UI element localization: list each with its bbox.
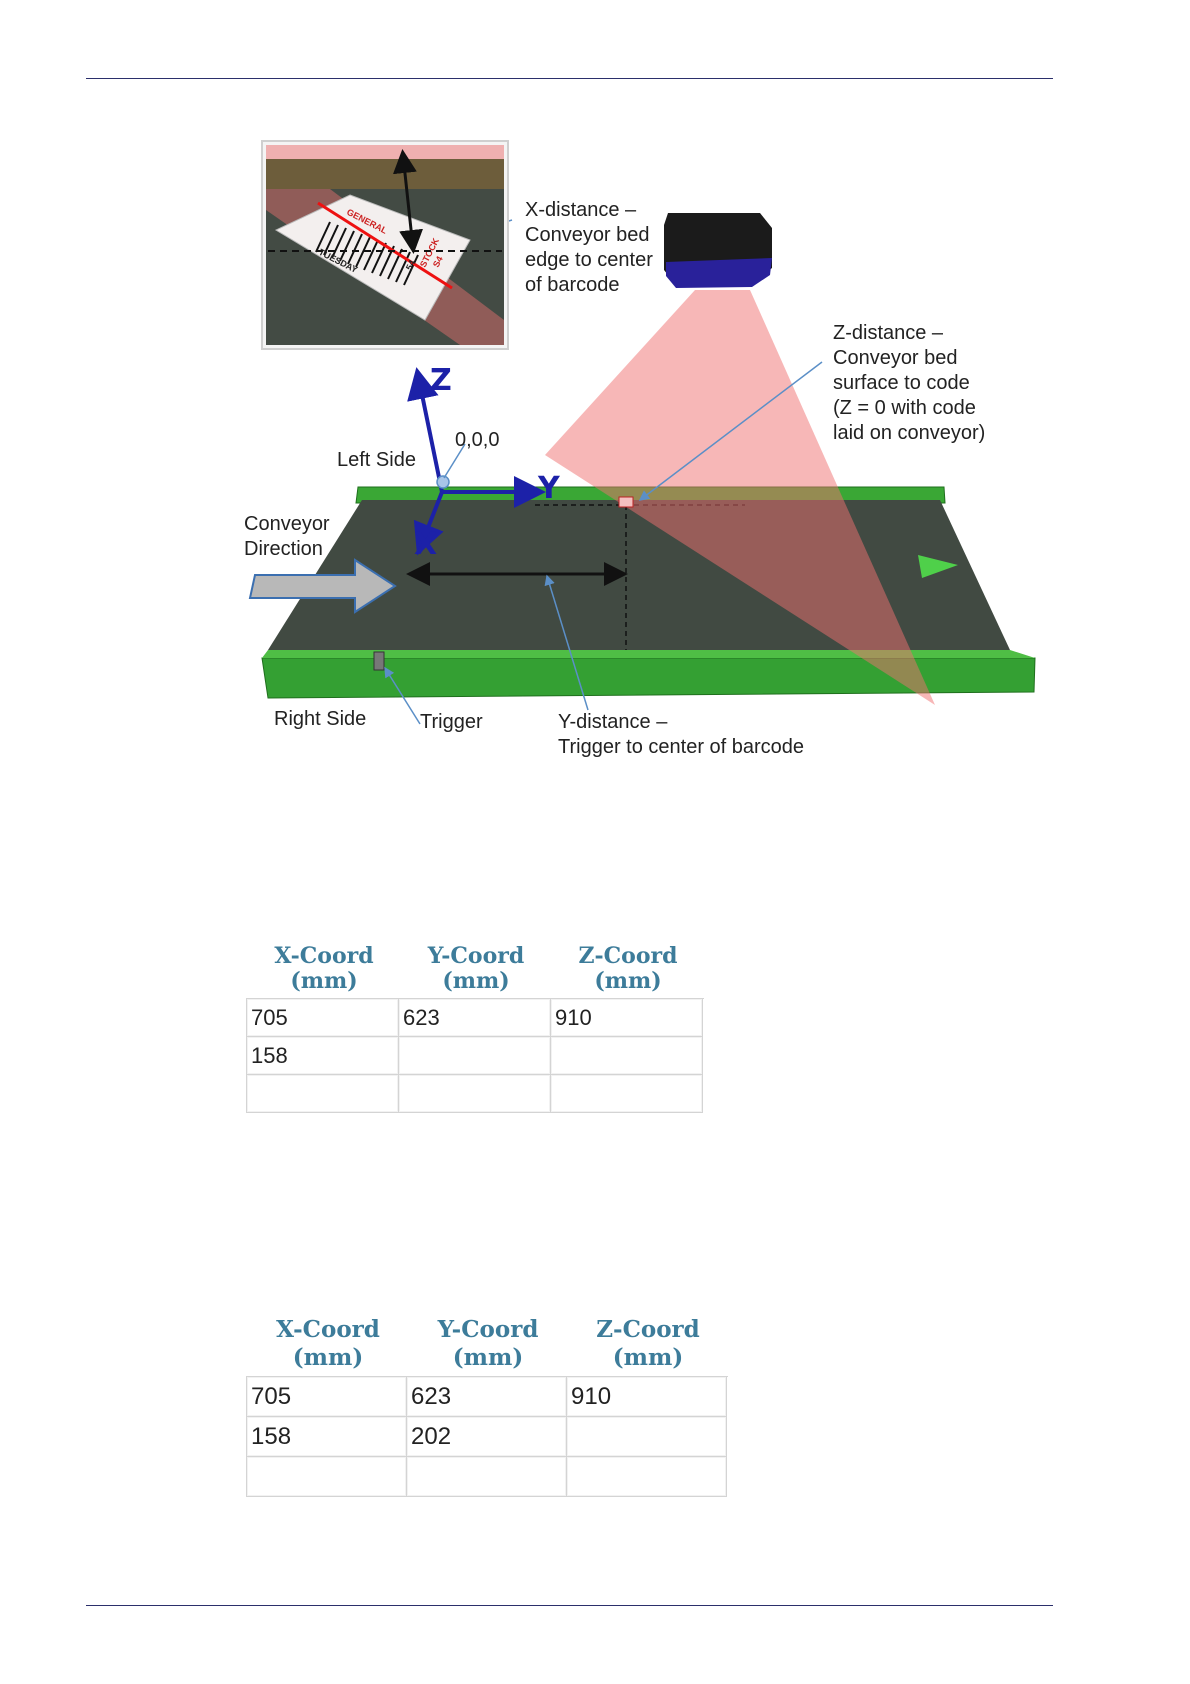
table-cell: 158 [247,1037,399,1075]
conveyor-direction-arrow-icon [248,558,397,614]
axis-z-label: Z [430,363,452,398]
coordinates-table-2: X-Coord(mm) Y-Coord(mm) Z-Coord(mm) 705 … [246,1316,728,1497]
axis-x-label: X [414,527,437,562]
x-distance-line-1: X-distance – [525,199,637,221]
table-cell [247,1075,399,1113]
right-side-label: Right Side [274,708,367,730]
header-z-coord: Z-Coord(mm) [596,1316,700,1371]
x-axis-arrow [413,491,444,556]
scan-line [317,201,453,290]
barcode-on-belt-icon [618,496,634,508]
left-side-label: Left Side [337,449,416,471]
y-distance-label: Y-distance – Trigger to center of barcod… [558,710,804,760]
z-distance-label: Z-distance – Conveyor bed surface to cod… [833,321,985,446]
origin-callout-line [443,443,466,479]
table-grid: 705 623 910 158 [246,998,704,1113]
header-y-coord: Y-Coord(mm) [437,1316,539,1371]
barcode-scanner-icon [664,213,772,288]
table-cell [567,1457,727,1497]
footer-rule [86,1605,1053,1606]
axes [407,367,546,556]
header-x-coord: X-Coord(mm) [274,943,374,994]
inset-photo: GENERAL STOCK S4 TUESDAY 54 [261,140,509,350]
table-cell: 705 [247,1377,407,1417]
x-distance-line-2: Conveyor bed [525,224,650,246]
conveyor-direction-line-2: Direction [244,538,323,560]
y-distance-line-2: Trigger to center of barcode [558,736,805,758]
table-cell [551,1037,703,1075]
table-cell: 910 [551,999,703,1037]
table-cell: 705 [247,999,399,1037]
table-header: X-Coord(mm) Y-Coord(mm) Z-Coord(mm) [248,1316,728,1372]
coordinates-table-1: X-Coord(mm) Y-Coord(mm) Z-Coord(mm) 705 … [246,944,704,1113]
table-cell [551,1075,703,1113]
z-callout-line [638,361,823,501]
table-cell: 623 [407,1377,567,1417]
header-x-coord: X-Coord(mm) [276,1316,380,1371]
x-distance-line-4: of barcode [525,274,620,296]
header-rule [86,78,1053,79]
table-cell: 910 [567,1377,727,1417]
inset-label-54: 54 [404,258,417,271]
table-cell [567,1417,727,1457]
z-distance-line-1: Z-distance – [833,322,944,344]
table-grid: 705 623 910 158 202 [246,1376,728,1497]
z-distance-line-3: surface to code [833,372,970,394]
trigger-sensor-icon [373,651,385,671]
y-callout-line [544,574,589,711]
conveyor-coordinate-diagram: GENERAL STOCK S4 TUESDAY 54 Z Y X [248,140,1036,725]
y-distance-line-1: Y-distance – [558,711,668,733]
axis-y-label: Y [537,471,561,506]
table-cell [247,1457,407,1497]
table-cell: 623 [399,999,551,1037]
table-cell: 202 [407,1417,567,1457]
trigger-label: Trigger [420,711,483,733]
origin-marker-icon [436,475,450,489]
inset-label-s4: S4 [431,255,445,269]
z-axis-arrow [407,367,444,493]
conveyor-direction-label: Conveyor Direction [244,512,330,562]
x-distance-label: X-distance – Conveyor bed edge to center… [525,198,653,298]
trigger-callout-line [384,666,421,725]
conveyor-direction-line-1: Conveyor [244,513,330,535]
table-cell [407,1457,567,1497]
header-z-coord: Z-Coord(mm) [578,943,678,994]
z-distance-line-5: laid on conveyor) [833,422,986,444]
origin-label: 0,0,0 [455,429,500,451]
z-distance-line-2: Conveyor bed [833,347,958,369]
table-cell [399,1075,551,1113]
scanner-beam [545,290,935,705]
inset-x-distance-arrow [392,149,424,254]
table-cell: 158 [247,1417,407,1457]
conveyor-front-rail-top [262,650,1035,658]
table-cell [399,1037,551,1075]
table-header: X-Coord(mm) Y-Coord(mm) Z-Coord(mm) [248,944,704,994]
header-y-coord: Y-Coord(mm) [427,943,525,994]
x-distance-line-3: edge to center [525,249,653,271]
direction-triangle-icon [918,555,958,578]
z-distance-line-4: (Z = 0 with code [833,397,976,419]
